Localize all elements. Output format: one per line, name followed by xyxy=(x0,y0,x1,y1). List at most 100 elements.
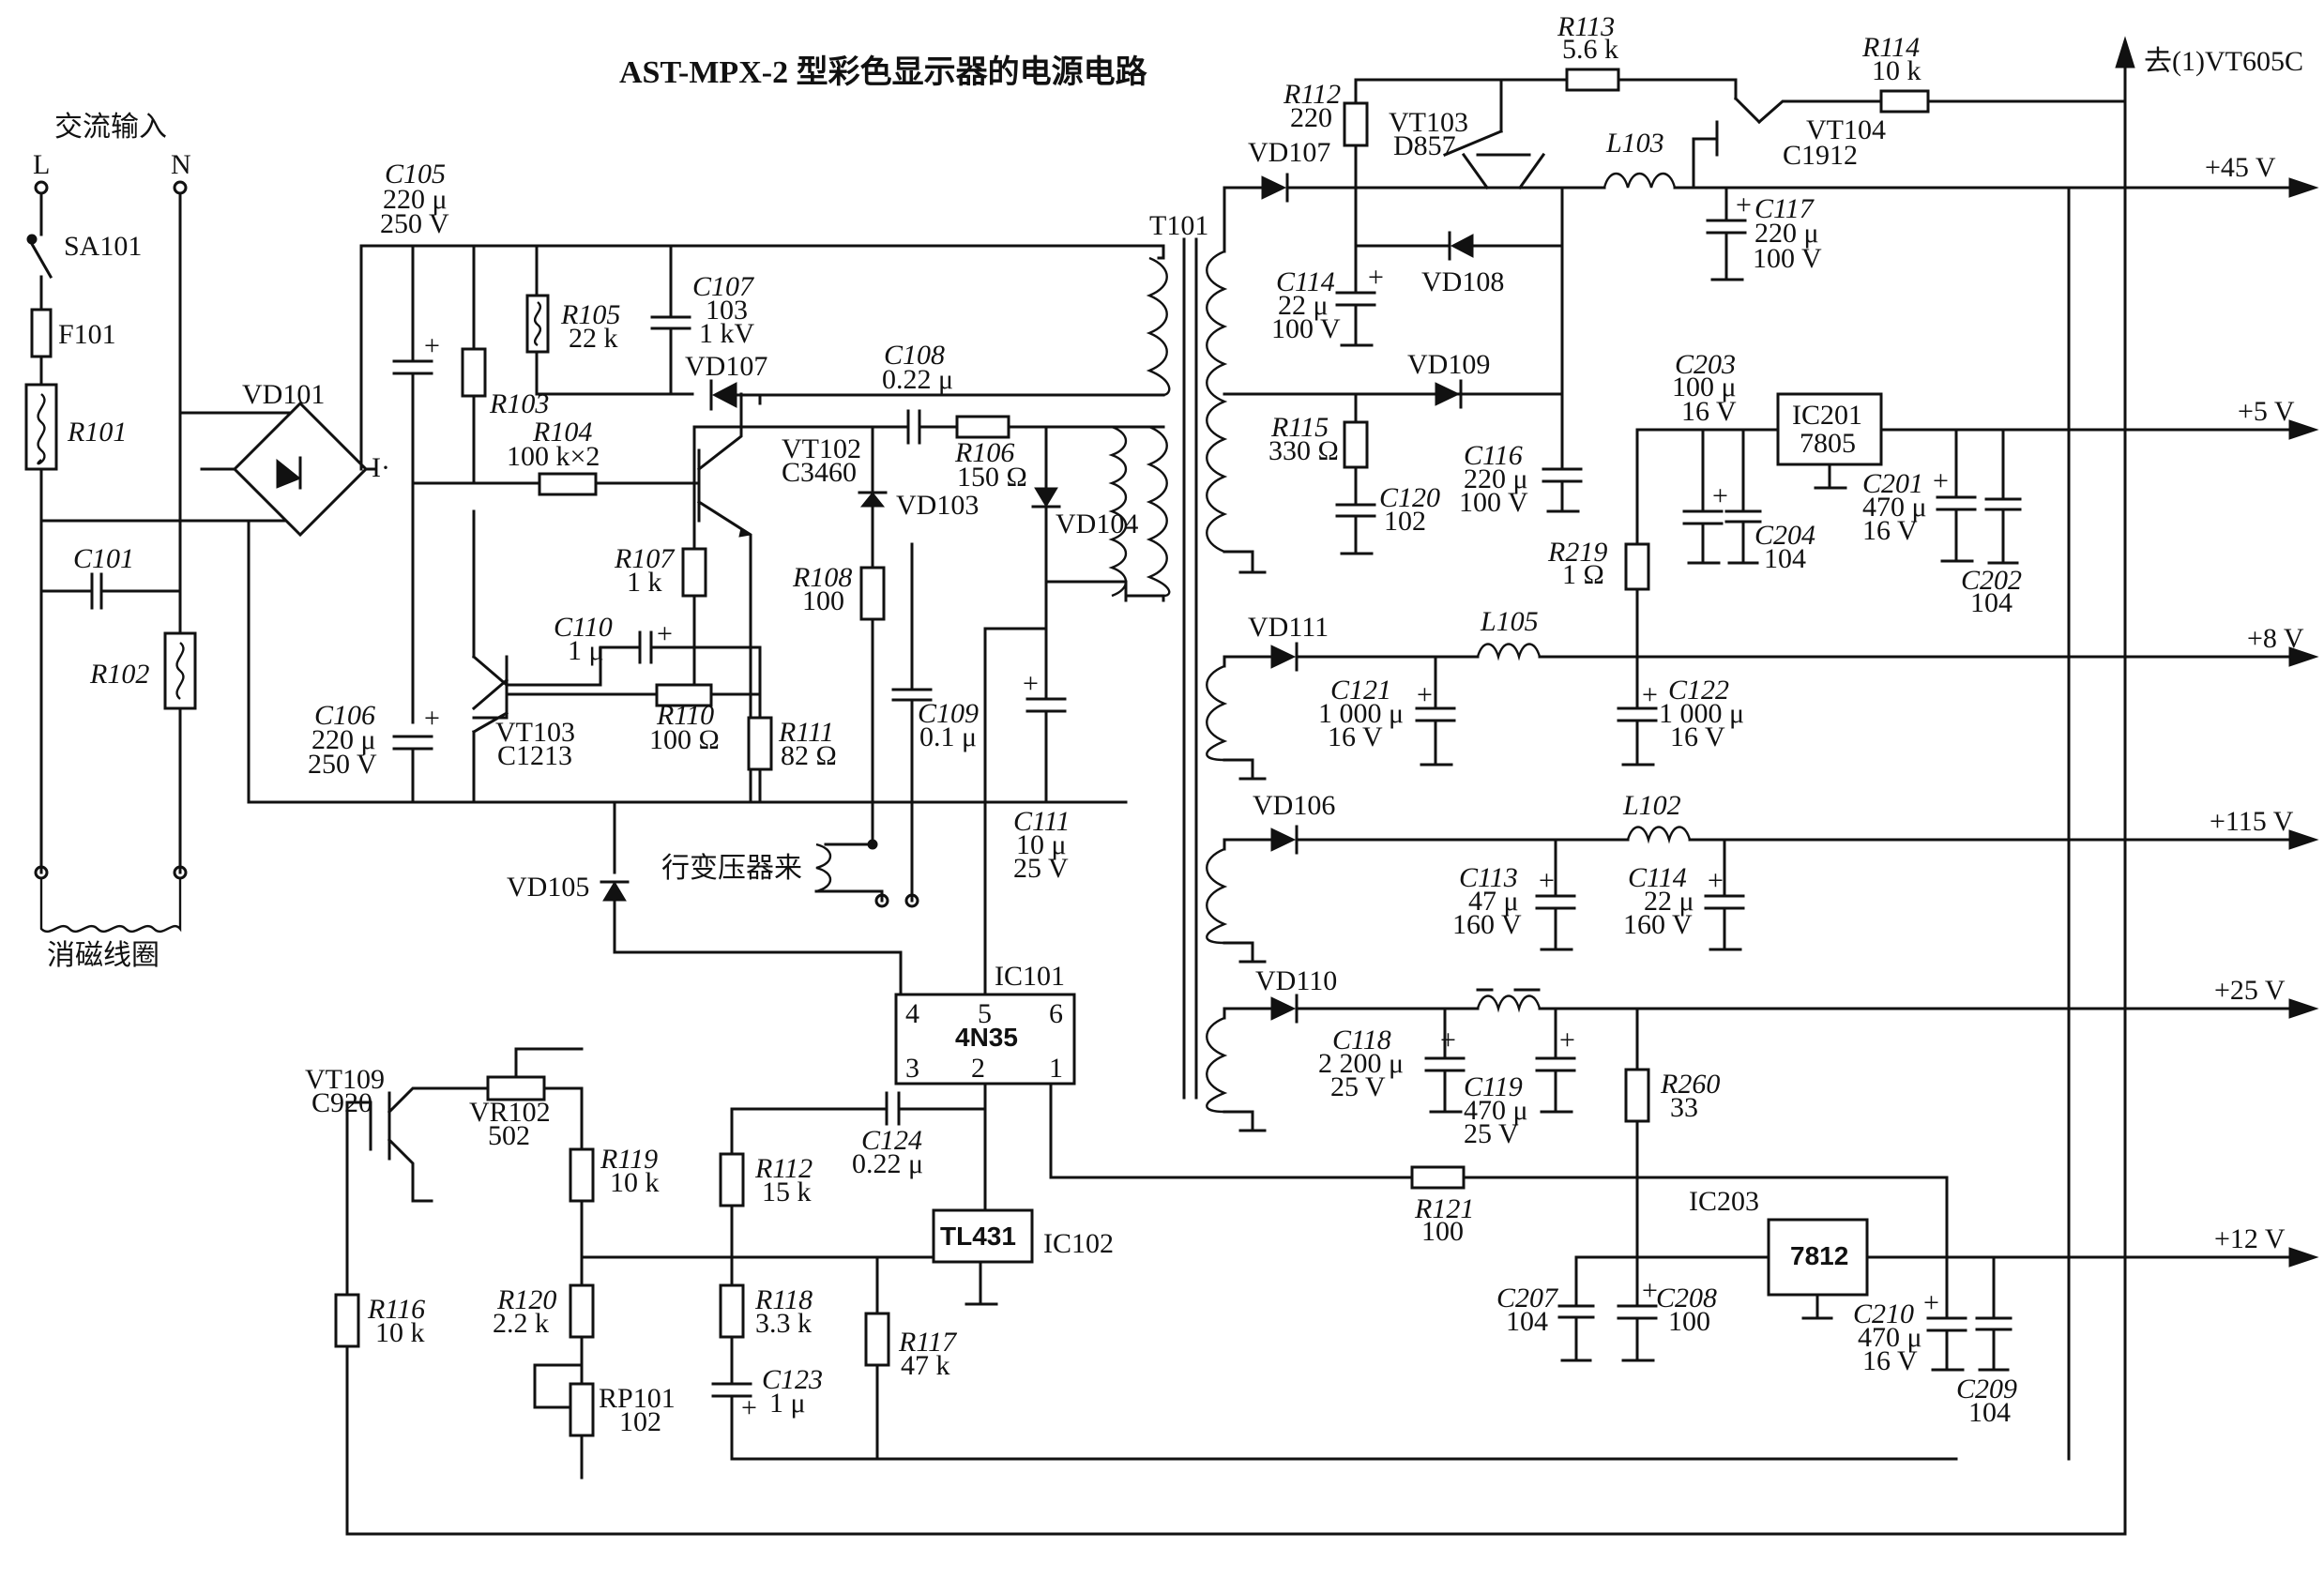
svg-text:250 V: 250 V xyxy=(308,749,377,780)
ac-input-section: 交流输入 L N SA101 F101 R101 C101 R102 消磁线圈 xyxy=(24,112,302,971)
svg-text:100 V: 100 V xyxy=(1459,487,1528,518)
svg-text:103: 103 xyxy=(706,295,748,326)
svg-text:4: 4 xyxy=(905,998,919,1029)
svg-text:10 k: 10 k xyxy=(375,1317,425,1348)
c208-label: C208 xyxy=(1656,1283,1717,1313)
rail-25v-label: +25 V xyxy=(2214,975,2286,1006)
svg-text:82 Ω: 82 Ω xyxy=(781,740,837,771)
resistor-r120 xyxy=(569,1283,595,1339)
vd110-label: VD110 xyxy=(1255,965,1337,996)
r260-label: R260 xyxy=(1660,1069,1720,1100)
r121-label: R121 xyxy=(1414,1193,1474,1224)
svg-text:+: + xyxy=(1736,190,1752,220)
svg-text:1 000 μ: 1 000 μ xyxy=(1659,698,1744,729)
bridge-rectifier-vd101: VD101 I· xyxy=(200,379,390,538)
svg-text:I·: I· xyxy=(372,452,390,483)
svg-text:102: 102 xyxy=(1384,506,1426,537)
diode-vd109 xyxy=(1435,382,1461,406)
feedback-section: VT109 C920 VR102 502 R119 10 k R116 10 k… xyxy=(305,36,2303,1536)
r104-label: R104 xyxy=(532,417,592,448)
svg-text:22 k: 22 k xyxy=(569,323,618,354)
vd107-primary-label: VD107 xyxy=(685,351,767,382)
diode-vd107-primary xyxy=(711,382,737,408)
c124-label: C124 xyxy=(861,1125,922,1156)
diode-vd105 xyxy=(602,881,627,902)
potentiometer-rp101 xyxy=(569,1382,595,1437)
svg-text:22 μ: 22 μ xyxy=(1644,886,1694,917)
c121-label: C121 xyxy=(1330,675,1391,706)
vt103-secondary-label: VT103 xyxy=(1389,107,1468,138)
vt103-primary-label: VT103 xyxy=(495,717,575,748)
svg-text:10 k: 10 k xyxy=(610,1167,660,1198)
svg-text:1 Ω: 1 Ω xyxy=(1562,559,1604,590)
svg-text:4N35: 4N35 xyxy=(955,1023,1018,1052)
flyback-label: 行变压器来 xyxy=(661,853,802,884)
r108-label: R108 xyxy=(792,562,852,593)
resistor-r121 xyxy=(1410,1165,1466,1190)
f101-label: F101 xyxy=(58,319,116,350)
svg-text:100 V: 100 V xyxy=(1753,243,1822,274)
c210-label: C210 xyxy=(1853,1298,1914,1329)
svg-text:100 μ: 100 μ xyxy=(1672,372,1737,402)
vd104-label: VD104 xyxy=(1056,509,1138,539)
r105-label: R105 xyxy=(560,299,620,330)
svg-text:150 Ω: 150 Ω xyxy=(957,462,1027,493)
rail-5v-section: +5 V IC201 7805 C203 100 μ 16 V R219 1 Ω… xyxy=(1547,349,2319,701)
c202-label: C202 xyxy=(1961,565,2022,596)
svg-text:16 V: 16 V xyxy=(1670,721,1725,752)
r119-label: R119 xyxy=(600,1144,658,1175)
rail-12v-section: +12 V 7812 IC203 C207 104 + C208 100 + C… xyxy=(1496,1186,2319,1428)
svg-text:104: 104 xyxy=(1506,1306,1548,1337)
t101-label: T101 xyxy=(1149,210,1208,241)
vd107-secondary-label: VD107 xyxy=(1248,137,1330,168)
r112-feedback-label: R112 xyxy=(754,1153,813,1184)
svg-text:D857: D857 xyxy=(1393,130,1456,161)
optocoupler-ic101: IC101 4N35 4 5 6 3 2 1 xyxy=(894,961,1949,1259)
diode-vd103 xyxy=(859,492,886,508)
resistor-r115 xyxy=(1343,420,1369,469)
resistor-r117 xyxy=(864,1312,890,1367)
thermistor-r101 xyxy=(24,383,58,471)
svg-text:1: 1 xyxy=(1049,1053,1063,1084)
svg-text:220 μ: 220 μ xyxy=(383,184,448,215)
svg-text:25 V: 25 V xyxy=(1013,853,1069,884)
l102-label: L102 xyxy=(1622,790,1681,821)
c101-label: C101 xyxy=(73,543,134,574)
resistor-r219 xyxy=(1624,542,1650,591)
r115-label: R115 xyxy=(1270,412,1329,443)
vd101-label: VD101 xyxy=(242,379,325,410)
resistor-r108 xyxy=(859,566,886,621)
svg-text:3: 3 xyxy=(905,1053,919,1084)
c106-label: C106 xyxy=(314,700,375,731)
resistor-r119 xyxy=(569,1147,595,1203)
c116-label: C116 xyxy=(1464,440,1523,471)
svg-text:0.22 μ: 0.22 μ xyxy=(852,1148,923,1179)
svg-text:100 Ω: 100 Ω xyxy=(649,724,720,755)
svg-text:502: 502 xyxy=(488,1120,530,1151)
resistor-r103 xyxy=(461,347,487,398)
regulator-ic201 xyxy=(1776,392,1883,466)
svg-text:7805: 7805 xyxy=(1800,428,1856,459)
c118-label: C118 xyxy=(1332,1025,1391,1055)
svg-text:47 k: 47 k xyxy=(901,1350,950,1381)
r102-label: R102 xyxy=(89,659,149,690)
svg-text:104: 104 xyxy=(1764,543,1806,574)
svg-text:250 V: 250 V xyxy=(380,208,449,239)
vd108-label: VD108 xyxy=(1421,266,1504,297)
c110-label: C110 xyxy=(554,612,613,643)
c203-label: C203 xyxy=(1675,349,1736,380)
resistor-r118 xyxy=(719,1283,745,1339)
svg-text:C920: C920 xyxy=(311,1087,372,1118)
resistor-r260 xyxy=(1624,1068,1650,1123)
c114-115v-label: C114 xyxy=(1628,862,1687,893)
diode-vd111 xyxy=(1270,645,1297,669)
diode-vd108 xyxy=(1450,234,1474,258)
svg-text:25 V: 25 V xyxy=(1330,1071,1386,1102)
svg-text:220 μ: 220 μ xyxy=(311,724,376,755)
r114-label: R114 xyxy=(1861,32,1920,63)
svg-text:100: 100 xyxy=(1421,1216,1464,1247)
vt104-label: VT104 xyxy=(1806,114,1886,145)
resistor-r112-feedback xyxy=(719,1152,745,1207)
rp101-label: RP101 xyxy=(599,1383,676,1414)
